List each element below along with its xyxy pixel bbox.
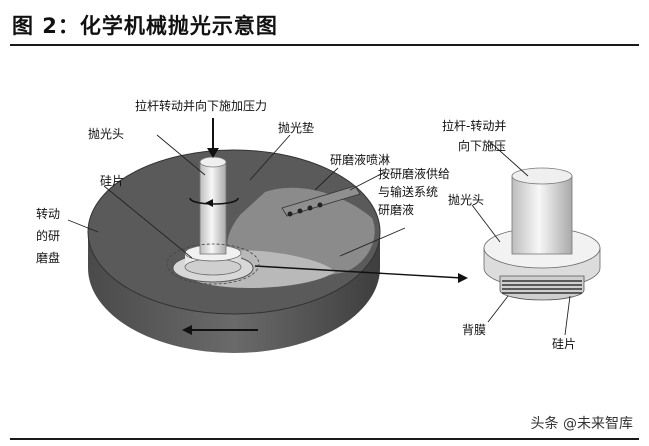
label-slurry-system-2: 与输送系统 [378, 184, 438, 199]
label-polish-head: 抛光头 [88, 126, 124, 141]
label-slurry-nozzle: 研磨液喷淋 [330, 152, 390, 167]
title-divider [10, 44, 639, 46]
label-rotating-disc-3: 磨盘 [36, 250, 60, 265]
label-detail-wafer: 硅片 [552, 337, 576, 351]
watermark: 头条 @未来智库 [530, 416, 633, 432]
polish-shaft [199, 161, 227, 255]
label-pressure: 拉杆转动并向下施加压力 [135, 98, 267, 113]
slurry-nozzle [281, 185, 361, 217]
label-polish-pad: 抛光垫 [278, 120, 314, 135]
figure-title: 图 2：化学机械抛光示意图 [12, 14, 278, 38]
label-backing-film: 背膜 [462, 323, 486, 337]
label-slurry: 研磨液 [378, 202, 414, 217]
label-detail-pressure-1: 拉杆-转动并 [442, 118, 506, 133]
detail-callout-arrow [254, 265, 463, 279]
bottom-divider [10, 438, 639, 440]
label-rotating-disc-2: 的研 [36, 228, 60, 243]
shaft-rotation-arrow [189, 197, 239, 205]
label-slurry-system-1: 按研磨液供给 [378, 166, 450, 181]
label-detail-pressure-2: 向下施压 [458, 138, 506, 153]
label-detail-head: 抛光头 [448, 192, 484, 207]
detail-wafer-stack [499, 275, 585, 301]
leader-lines [67, 134, 571, 336]
label-wafer: 硅片 [100, 174, 124, 188]
detail-shaft [511, 175, 573, 255]
label-rotating-disc-1: 转动 [36, 206, 60, 221]
